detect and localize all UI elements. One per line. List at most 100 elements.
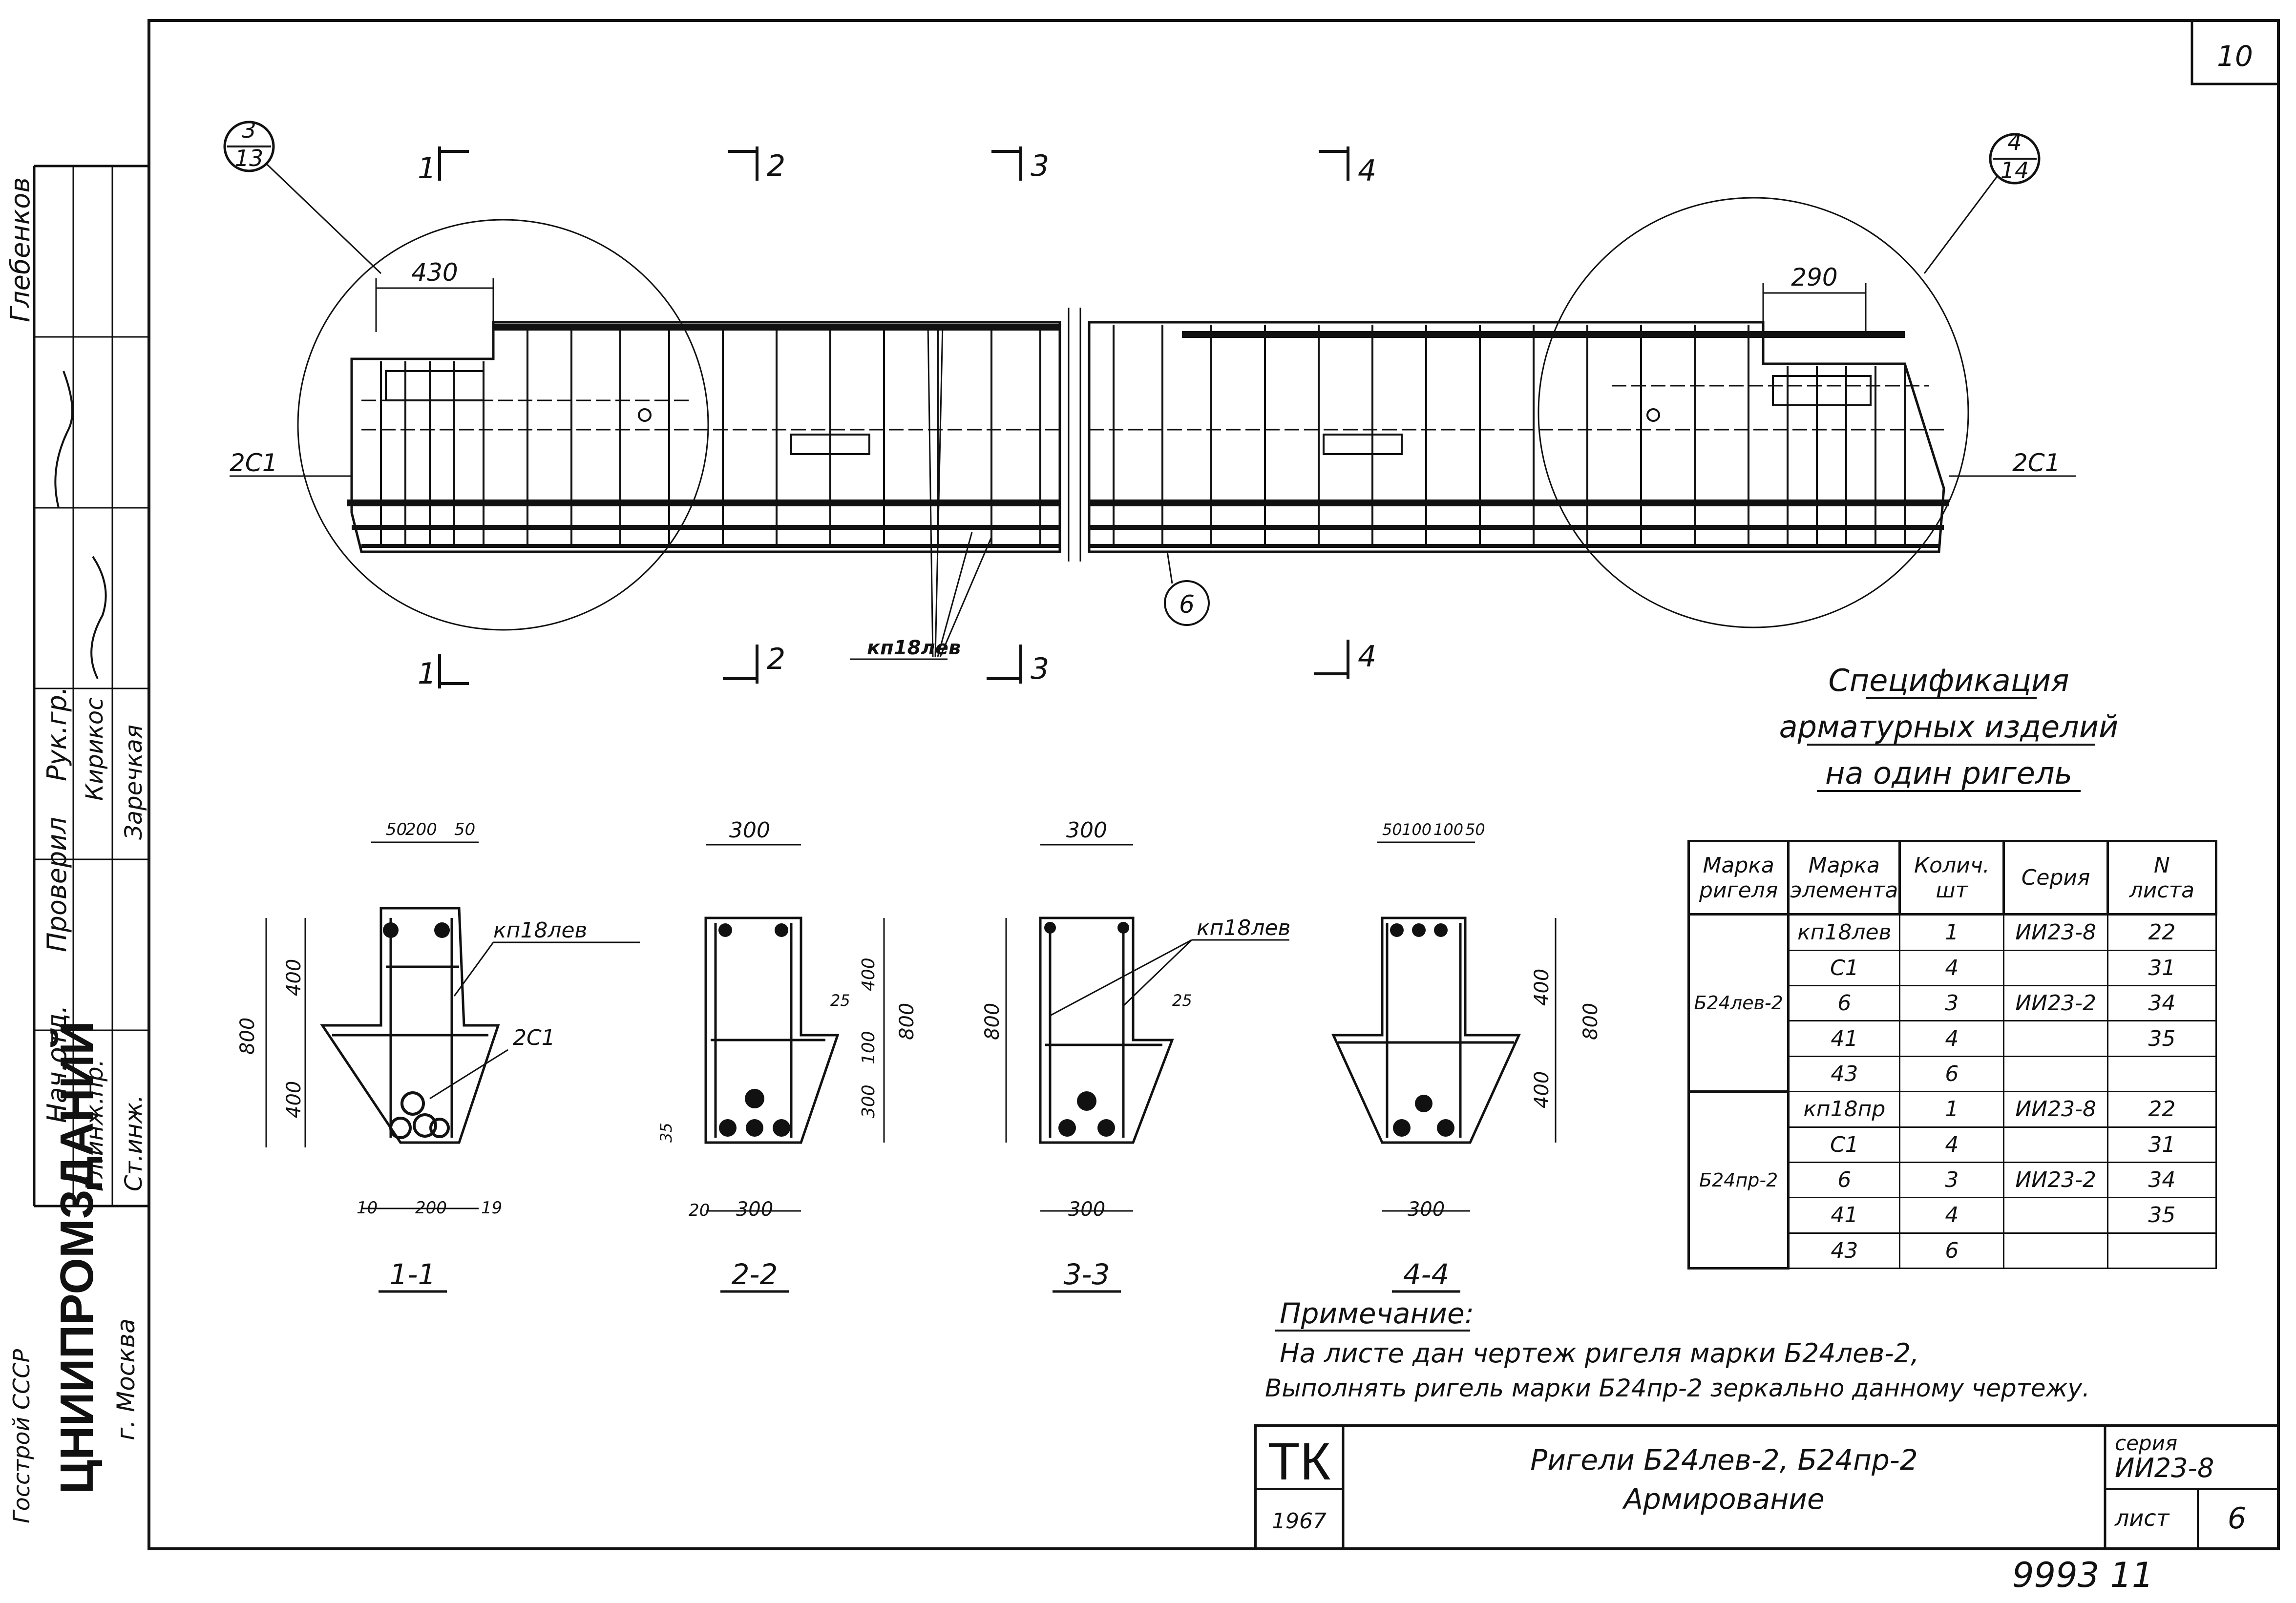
tk-label: ТК	[1268, 1432, 1331, 1491]
spec-element: кп18пр	[1788, 1091, 1901, 1128]
section-mark-bottom-2: 2	[767, 642, 785, 676]
sheet-label: лист	[2114, 1505, 2170, 1531]
s22-dim-1: 25	[830, 991, 850, 1010]
spec-col-series-1: Серия	[2021, 865, 2090, 890]
spec-sheet: 31	[2106, 1126, 2217, 1163]
s44-dim-4: 400	[1531, 969, 1553, 1006]
s22-dim-3: 100	[859, 1031, 879, 1064]
section-mark-top-2: 2	[767, 149, 785, 183]
s11-dim-8: 19	[481, 1198, 502, 1218]
s44-dim-3: 50	[1465, 820, 1485, 839]
s11-dim-4: 400	[283, 1081, 305, 1118]
spec-series	[2003, 1233, 2108, 1270]
spec-sheet	[2106, 1232, 2217, 1270]
spec-element: 6	[1788, 985, 1901, 1022]
spec-qty: 4	[1899, 1197, 2005, 1234]
spec-heading-3: на один ригель	[1825, 755, 2072, 791]
s11-title: 1-1	[390, 1258, 436, 1291]
spec-qty: 4	[1899, 1126, 2005, 1163]
stamp-name-1: Глебенков	[5, 177, 36, 322]
spec-sheet: 22	[2106, 1091, 2217, 1128]
s22-dim-2: 400	[859, 958, 879, 991]
spec-col-beam-2: ригеля	[1699, 877, 1778, 903]
section-mark-top-3: 3	[1031, 149, 1049, 183]
beam-left-half	[350, 321, 1061, 553]
label-2c1-left: 2С1	[230, 449, 278, 477]
spec-beam-mark: Б24лев-2	[1687, 913, 1790, 1093]
spec-element: 43	[1788, 1055, 1901, 1093]
signature-2	[90, 556, 107, 679]
spec-element: С1	[1788, 949, 1901, 987]
spec-col-series: Серия	[2002, 840, 2109, 916]
s11-dim-3: 400	[283, 959, 305, 996]
callout-left-bottom: 13	[235, 145, 264, 171]
sheet-corner-number: 10	[2217, 40, 2253, 73]
note-title: Примечание:	[1280, 1297, 1474, 1330]
spec-col-qty: Колич.шт	[1898, 840, 2005, 916]
spec-series: ИИ23-2	[2003, 1162, 2108, 1199]
spec-heading-2: арматурных изделий	[1779, 709, 2119, 745]
title-block: ТК 1967 Ригели Б24лев-2, Б24пр-2 Армиров…	[1254, 1424, 2280, 1550]
spec-sheet: 35	[2106, 1197, 2217, 1234]
s33-dim-3: 300	[1068, 1198, 1105, 1221]
spec-sheet: 34	[2106, 985, 2217, 1022]
spec-col-sheet-2: листа	[2129, 877, 2195, 903]
spec-qty: 3	[1899, 1161, 2005, 1199]
corner-box	[2191, 19, 2280, 85]
callout-right-bottom: 14	[2001, 157, 2029, 184]
s11-2c1-label: 2С1	[513, 1025, 555, 1050]
series-label: серия	[2115, 1431, 2177, 1455]
s33-title: 3-3	[1064, 1258, 1110, 1291]
spec-col-qty-2: шт	[1936, 877, 1968, 903]
spec-series	[2003, 1020, 2108, 1057]
spec-qty: 4	[1899, 949, 2005, 987]
s44-dim-7: 300	[1408, 1198, 1445, 1221]
signature-1	[54, 371, 73, 508]
s44-dim-1: 100	[1402, 820, 1432, 839]
label-2c1-right: 2С1	[2012, 449, 2061, 477]
spec-qty: 1	[1899, 1091, 2005, 1128]
note: Примечание: На листе дан чертеж ригеля м…	[1265, 1297, 2090, 1402]
s44-dim-6: 400	[1531, 1071, 1553, 1108]
s11-dim-0: 50	[386, 820, 407, 839]
spec-element: 6	[1788, 1161, 1901, 1199]
spec-element: С1	[1788, 1126, 1901, 1163]
s22-dim-8: 300	[736, 1198, 773, 1221]
stamp-role-4: Проверил	[42, 817, 72, 952]
s22-dim-4: 800	[896, 1003, 918, 1040]
s44-dim-5: 800	[1580, 1003, 1602, 1040]
s22-dim-5: 300	[859, 1084, 879, 1118]
spec-series	[2003, 1197, 2108, 1234]
section-1-1: кп18лев 2С1 50 200 50 400 400 800 10 200…	[236, 820, 640, 1293]
section-3-3: 300 25 800 300 кп18лев 3-3	[981, 818, 1290, 1293]
stamp-role-3: Ст.инж.	[120, 1095, 147, 1191]
s11-dim-5: 800	[236, 1018, 259, 1055]
dim-290: 290	[1791, 263, 1837, 291]
stamp-name-3: Заречкая	[120, 725, 147, 840]
callout-circle-right	[1989, 133, 2041, 185]
spec-element: 43	[1788, 1232, 1901, 1270]
bar-6-label: 6	[1179, 590, 1195, 619]
section-2-2: 300 25 400 100 800 300 35 20 300 2-2	[657, 818, 918, 1293]
spec-col-element-1: Марка	[1808, 853, 1880, 878]
city-label: г. Москва	[112, 1318, 140, 1440]
spec-series: ИИ23-8	[2003, 1091, 2108, 1128]
s11-dim-2: 50	[454, 820, 475, 839]
spec-heading-1: Спецификация	[1828, 663, 2069, 698]
stamp-role-1: Нач.отд.	[42, 1005, 72, 1123]
spec-element: кп18лев	[1788, 914, 1901, 951]
side-stamp: Нач.отд. Проверил Рук.гр. Гл.инж.пр. Ст.…	[5, 165, 149, 1523]
s22-dim-6: 35	[657, 1123, 675, 1143]
spec-element: 41	[1788, 1020, 1901, 1057]
spec-col-sheet-1: N	[2153, 853, 2170, 878]
detail-circle-left	[297, 219, 709, 631]
spec-beam-mark: Б24пр-2	[1687, 1090, 1790, 1270]
spec-sheet: 31	[2106, 949, 2217, 987]
